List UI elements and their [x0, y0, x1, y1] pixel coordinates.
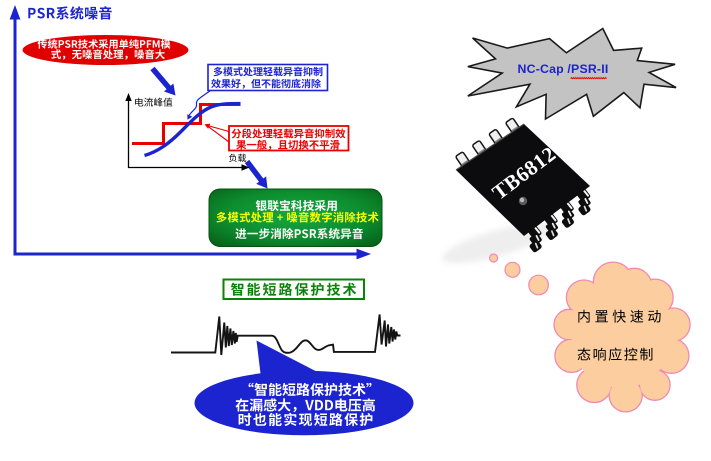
svg-text:NC-Cap /PSR-II: NC-Cap /PSR-II: [518, 62, 609, 76]
